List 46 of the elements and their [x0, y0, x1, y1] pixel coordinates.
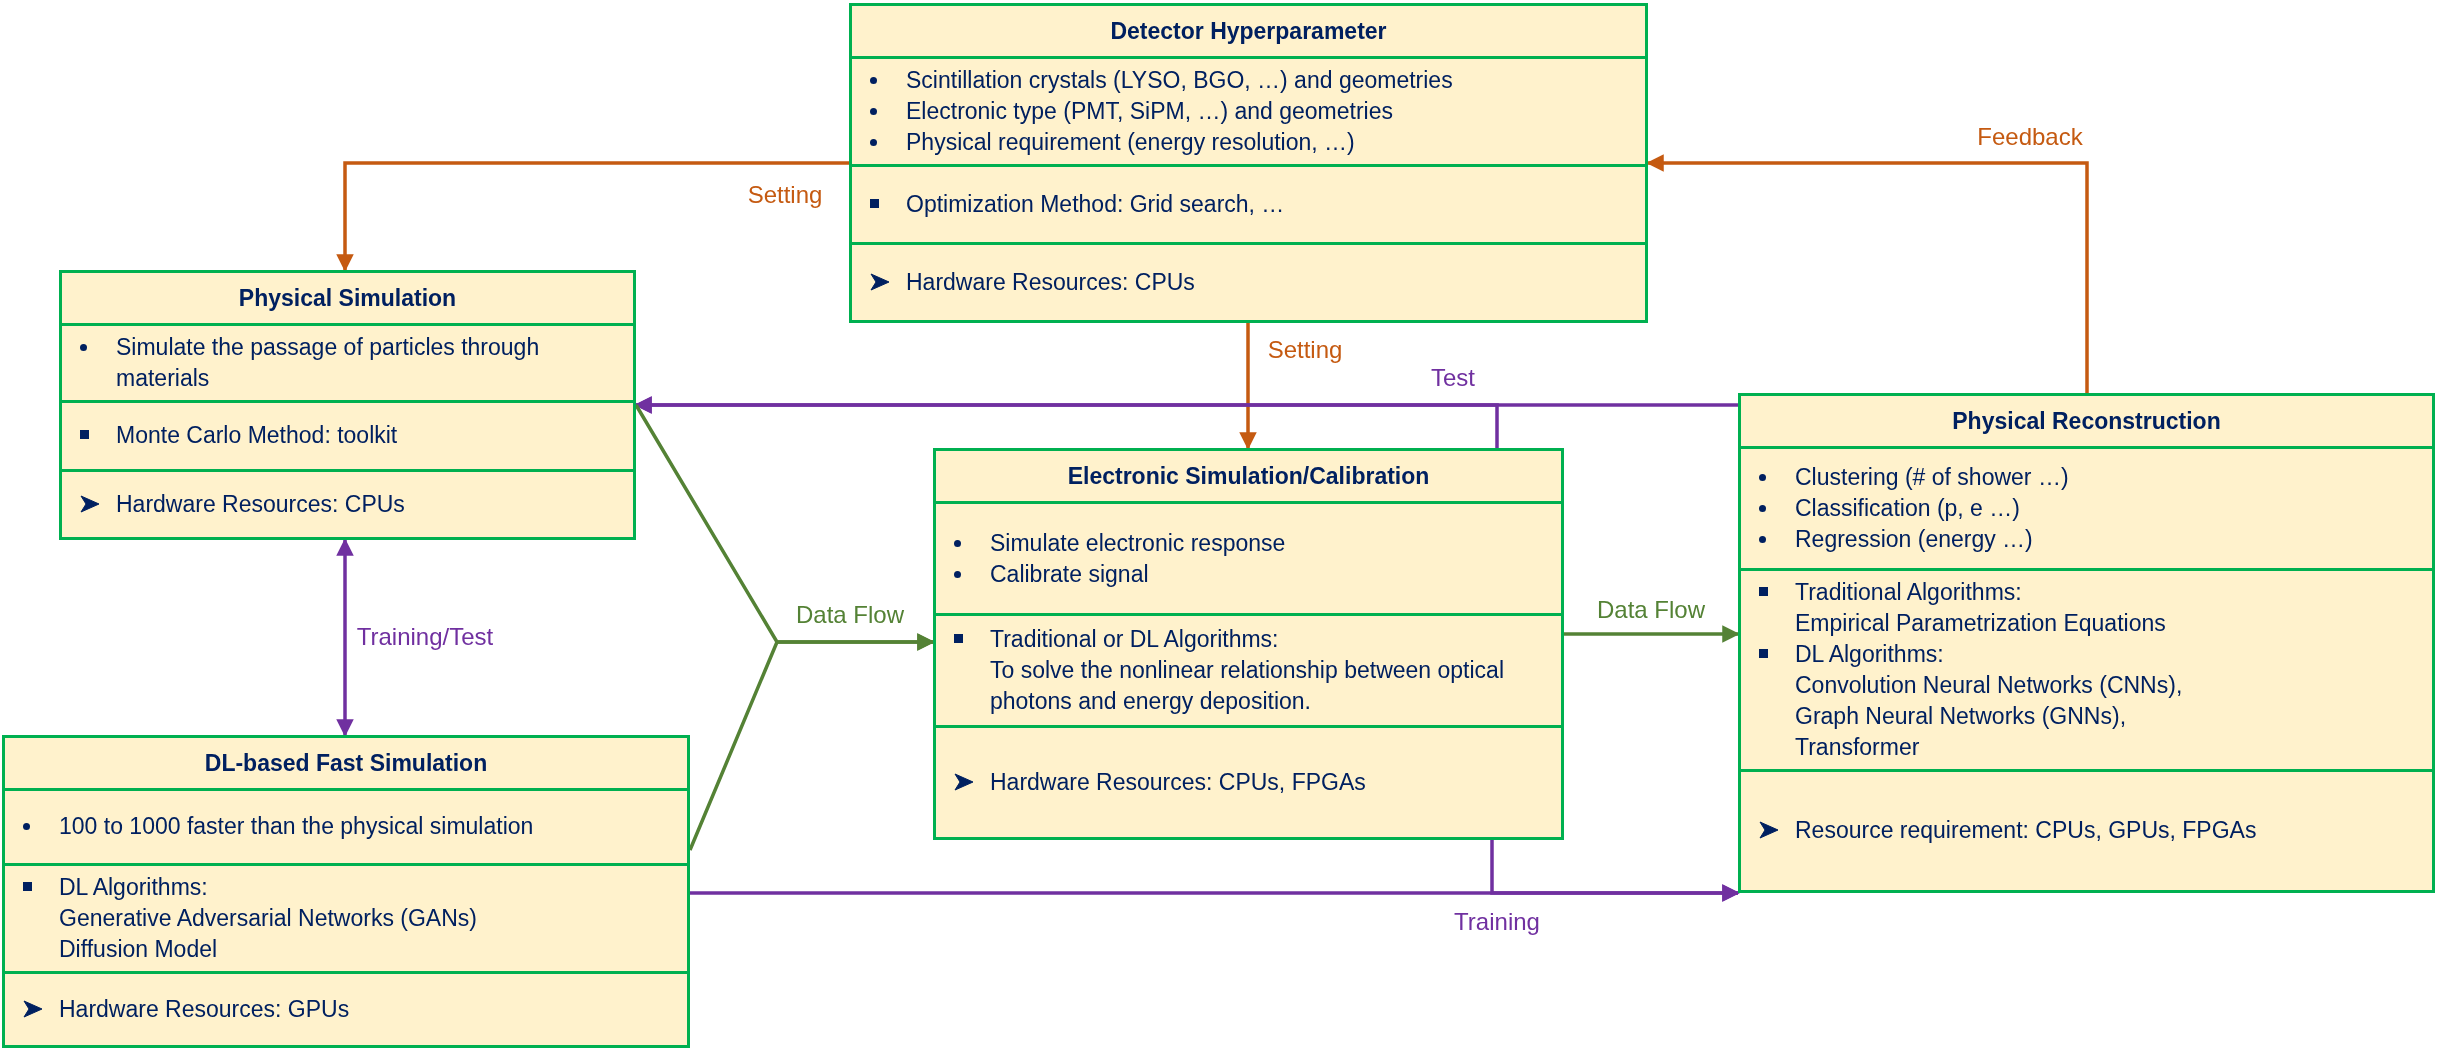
- list-item-text: To solve the nonlinear relationship between optical photons and energy deposition.: [990, 656, 1505, 716]
- list-item-text: Diffusion Model: [59, 934, 218, 964]
- list-item-text: Traditional or DL Algorithms:: [990, 625, 1279, 654]
- list-item-text: Generative Adversarial Networks (GANs): [59, 903, 477, 933]
- list-item-text: 100 to 1000 faster than the physical simulation: [59, 812, 534, 842]
- process-box: [2, 735, 690, 1048]
- list-item-text: Hardware Resources: CPUs: [116, 489, 405, 519]
- list-item-text: Simulate the passage of particles through materials: [116, 333, 541, 393]
- list-item-text: Traditional Algorithms:: [1795, 577, 2022, 607]
- process-box: [849, 3, 1648, 323]
- list-item-text: Electronic type (PMT, SiPM, …) and geometries: [906, 97, 1393, 126]
- arrow: [634, 396, 1499, 448]
- list-item-text: Simulate electronic response: [990, 528, 1286, 558]
- list-item-text: Graph Neural Networks (GNNs),: [1795, 701, 2127, 731]
- list-item-text: Physical requirement (energy resolution, …): [906, 128, 1355, 157]
- box-title: Electronic Simulation/Calibration: [1067, 462, 1430, 491]
- list-item-text: Transformer: [1795, 732, 1920, 762]
- arrow: [336, 161, 849, 272]
- box-title: DL-based Fast Simulation: [204, 749, 488, 778]
- list-item-text: Optimization Method: Grid search, …: [906, 190, 1285, 219]
- arrow: [1564, 625, 1740, 643]
- process-box: [933, 448, 1564, 840]
- list-item-text: Convolution Neural Networks (CNNs),: [1795, 670, 2183, 700]
- list-item-text: Hardware Resources: CPUs, FPGAs: [990, 768, 1366, 797]
- arrow: [336, 538, 354, 737]
- arrow: [1490, 840, 1740, 902]
- process-box: [59, 270, 636, 540]
- list-item-text: DL Algorithms:: [1795, 639, 1944, 669]
- list-item-text: Monte Carlo Method: toolkit: [116, 421, 398, 451]
- list-item-text: Clustering (# of shower …): [1795, 462, 2069, 492]
- box-title: Physical Simulation: [238, 284, 457, 313]
- box-title: Physical Reconstruction: [1952, 407, 2221, 436]
- box-title: Detector Hyperparameter: [1110, 17, 1387, 46]
- list-item-text: DL Algorithms:: [59, 872, 208, 902]
- process-box: [1738, 393, 2435, 893]
- list-item-text: Resource requirement: CPUs, GPUs, FPGAs: [1795, 816, 2257, 846]
- arrow: [1646, 154, 2089, 393]
- list-item-text: Calibrate signal: [990, 559, 1149, 589]
- list-item-text: Hardware Resources: CPUs: [906, 268, 1195, 297]
- list-item-text: Regression (energy …): [1795, 524, 2033, 554]
- list-item-text: Empirical Parametrization Equations: [1795, 608, 2166, 638]
- list-item-text: Scintillation crystals (LYSO, BGO, …) and geometries: [906, 66, 1453, 95]
- arrow: [688, 633, 935, 851]
- arrow: [1239, 323, 1257, 450]
- list-item-text: Hardware Resources: GPUs: [59, 994, 350, 1024]
- list-item-text: Classification (p, e …): [1795, 493, 2020, 523]
